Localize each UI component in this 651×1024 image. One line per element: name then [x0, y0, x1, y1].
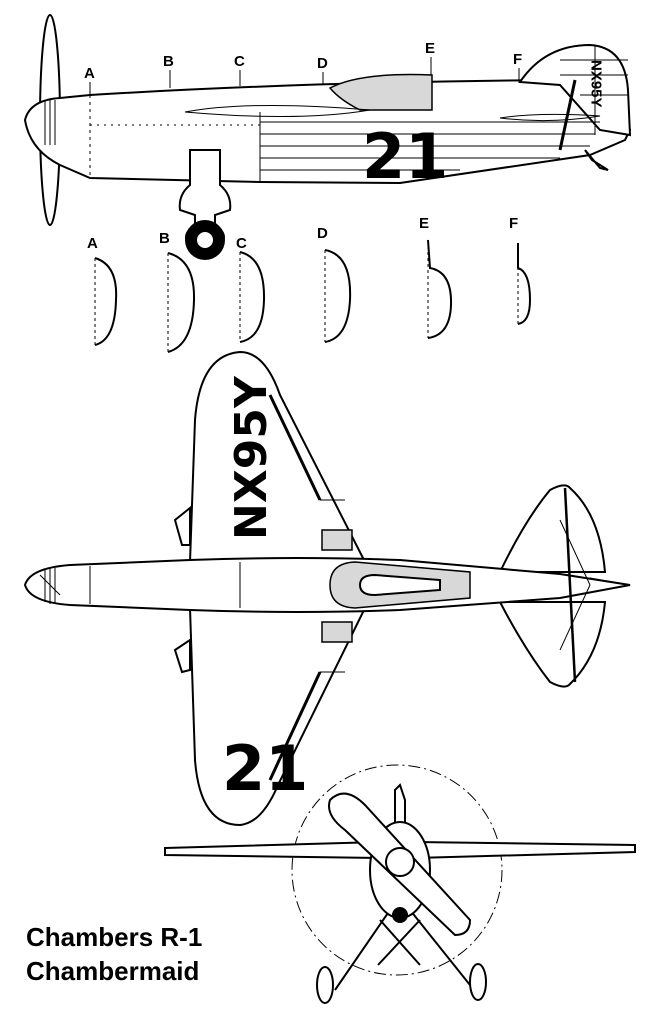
spinner — [385, 847, 415, 877]
side-race-number: 21 — [362, 120, 448, 193]
section-a — [94, 257, 118, 346]
station-a: A — [84, 65, 95, 82]
station-c: C — [234, 53, 245, 70]
station-e: E — [425, 40, 435, 57]
aileron-tab-upper — [321, 529, 353, 551]
left-wing — [188, 350, 367, 563]
section-label-e: E — [419, 215, 429, 232]
section-label-d: D — [317, 225, 328, 242]
right-wheel — [469, 963, 487, 1001]
section-label-f: F — [509, 215, 518, 232]
top-view-details — [39, 394, 631, 781]
section-label-c: C — [236, 235, 247, 252]
section-label-a: A — [87, 235, 98, 252]
top-view: NX95Y 21 — [23, 350, 631, 827]
front-view — [164, 764, 636, 1004]
cross-sections: A B C D E F — [87, 215, 532, 353]
fuselage-stringers — [89, 45, 628, 182]
section-label-b: B — [159, 230, 170, 247]
stabilizer-lower — [498, 601, 607, 688]
gear-fairing-upper — [173, 505, 191, 546]
propeller-hub — [44, 100, 56, 145]
rudder-hinge — [558, 79, 577, 151]
side-view: 21 NX95Y A B C D E F — [23, 14, 632, 260]
wing-root — [184, 104, 371, 118]
cockpit-opening — [358, 573, 441, 597]
vertical-fin — [518, 43, 632, 137]
drawing-subtitle: Chambermaid — [26, 956, 200, 986]
section-b — [167, 252, 196, 353]
drawing-title: Chambers R-1 — [26, 922, 203, 952]
propeller-disc — [291, 764, 503, 976]
left-wheel — [316, 966, 334, 1004]
wheel-hub — [197, 232, 213, 248]
fuselage-side — [23, 79, 632, 185]
section-d — [324, 249, 352, 343]
gear-fairing-lower — [173, 638, 191, 674]
section-e — [427, 239, 453, 339]
aileron-tab-lower — [321, 621, 353, 643]
front-landing-gear — [334, 909, 471, 991]
stabilizer — [499, 113, 601, 122]
wing-registration: NX95Y — [226, 375, 277, 540]
tail-skid — [584, 149, 609, 171]
front-intake — [392, 907, 408, 923]
section-f — [517, 243, 532, 325]
tail-registration: NX95Y — [588, 60, 605, 108]
right-wing — [188, 607, 367, 827]
station-b: B — [163, 53, 174, 70]
wing-race-number: 21 — [222, 732, 308, 805]
section-c — [239, 251, 266, 343]
station-d: D — [317, 55, 328, 72]
station-labels: A B C D E F — [84, 40, 522, 95]
station-f: F — [513, 51, 522, 68]
canopy — [328, 73, 433, 111]
stabilizer-upper — [498, 484, 607, 573]
